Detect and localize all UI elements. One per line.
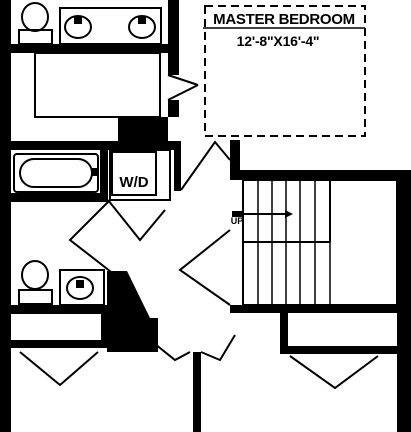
bath2-bottom-wall xyxy=(11,305,107,314)
master-door-jamb xyxy=(230,140,240,180)
bath1-chase xyxy=(118,117,168,141)
fixtures xyxy=(13,2,156,306)
right-exterior-wall xyxy=(397,170,411,432)
laundry-door-swing xyxy=(107,199,166,242)
faucet-icon xyxy=(76,280,84,288)
faucets xyxy=(74,16,146,288)
tub-end-wall xyxy=(100,150,108,198)
stair-up-marker xyxy=(232,211,242,217)
bath1-bottom-wall xyxy=(11,141,174,150)
bedroom-right-side-wall xyxy=(280,312,288,354)
faucet-icon xyxy=(74,16,82,24)
stair-door-swing xyxy=(178,229,231,306)
bedroom-left-side-wall xyxy=(101,310,109,348)
master-left-wall-mid xyxy=(168,100,179,117)
hall-door-swing xyxy=(180,140,231,191)
master-bottom-wall xyxy=(230,170,411,180)
bedroom-right-door-swing xyxy=(200,334,236,362)
vanity-counter xyxy=(59,269,105,306)
master-left-wall-upper xyxy=(168,0,179,75)
bath2-door-swing xyxy=(68,199,116,276)
bedroom-right-top-wall xyxy=(280,346,397,354)
stairs-direction-label: UP xyxy=(231,216,244,226)
bath1-shower-outline xyxy=(34,52,161,118)
stair-treads xyxy=(257,180,331,305)
sink-basin xyxy=(66,276,94,300)
stair-bottom-wall xyxy=(230,305,397,313)
master-bedroom-name: MASTER BEDROOM xyxy=(213,11,355,28)
bedroom-left-door-swing xyxy=(149,339,191,362)
master-tray-ceiling xyxy=(204,5,366,137)
left-closet-door-swing xyxy=(19,351,99,387)
right-closet-door-swing xyxy=(289,355,379,390)
faucet-icon xyxy=(138,16,146,24)
master-bedroom-dimensions: 12'-8"X16'-4" xyxy=(237,33,320,49)
laundry-right-wall xyxy=(174,141,181,191)
center-partition-wall xyxy=(193,352,201,432)
bath2-corner-wall xyxy=(107,271,150,352)
vanity-counter xyxy=(59,7,162,45)
washer-dryer-box xyxy=(111,151,157,196)
hall-left-wall xyxy=(150,318,158,352)
bath1-vanity-wall xyxy=(11,44,168,53)
bath1-door-leaf xyxy=(167,74,199,86)
bath2-top-wall xyxy=(11,193,108,202)
toilet-tank xyxy=(18,29,53,45)
left-exterior-wall xyxy=(0,0,11,432)
tub-faucet-icon xyxy=(92,168,97,176)
toilet-tank xyxy=(18,289,53,305)
bedroom-left-top-wall xyxy=(11,340,109,348)
bathtub xyxy=(13,153,99,193)
bath1-door-swing xyxy=(167,84,199,101)
laundry-closet xyxy=(109,149,171,201)
stair-arrow-head xyxy=(285,210,293,218)
outlines xyxy=(19,5,398,390)
laundry-label: W/D xyxy=(119,174,148,191)
